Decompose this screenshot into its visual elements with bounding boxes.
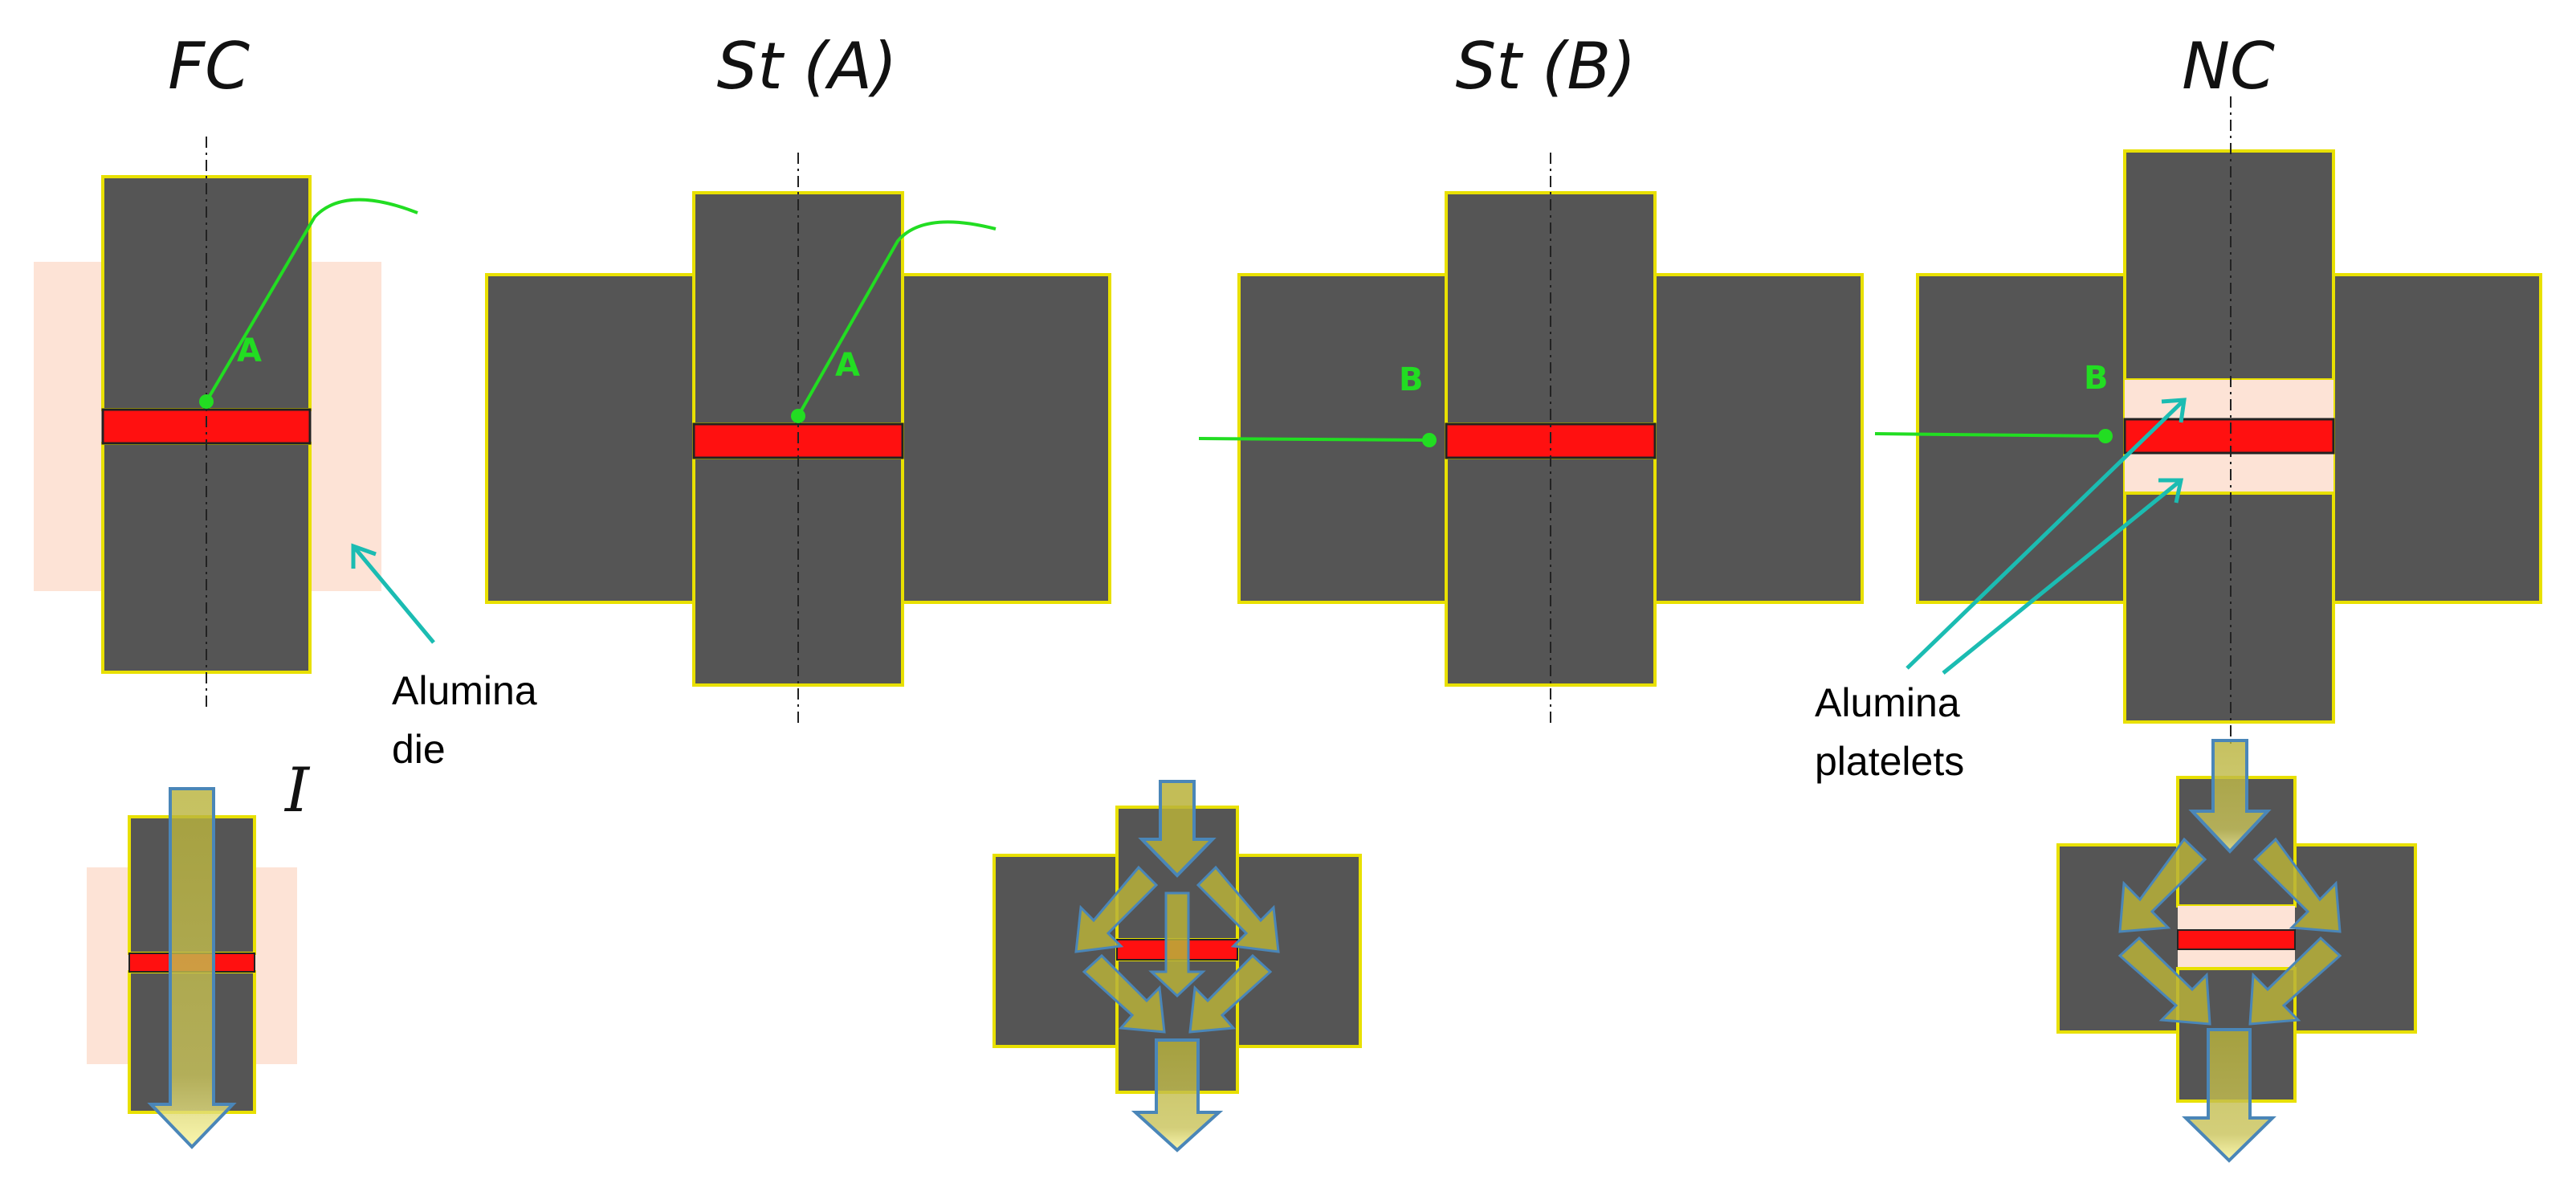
current-arrow-diag-ll [1082, 953, 1166, 1034]
die-pointer-line [352, 545, 435, 644]
die-label-line2: die [392, 727, 446, 772]
thermocouple-wire [1198, 437, 1430, 442]
sample [2177, 929, 2296, 950]
current-arrow-out [2182, 1028, 2276, 1163]
current-symbol: I [283, 754, 311, 826]
left-spacer [1916, 273, 2126, 604]
current-arrow-diag-ll [2117, 936, 2211, 1026]
title-st-a: St (A) [717, 29, 898, 104]
current-arrow-diag-ur [2252, 837, 2342, 933]
title-fc: FC [168, 29, 250, 104]
current-arrow-diag-ur [1196, 865, 1280, 953]
platelets-pointer-lower [1942, 479, 2183, 675]
right-spacer [2285, 843, 2417, 1034]
fc-current-path: I [87, 754, 311, 1149]
sample [2123, 418, 2335, 455]
point-a-label: A [237, 332, 262, 369]
alumina-platelets-callout: Alumina platelets [1815, 398, 2187, 784]
thermocouple-tip [791, 409, 805, 423]
st-current-path [992, 780, 1362, 1152]
platelets-pointer-upper [1906, 398, 2186, 670]
thermocouple-tip [199, 394, 214, 409]
current-arrow-diag-lr [2248, 936, 2342, 1026]
left-spacer [992, 854, 1119, 1048]
right-spacer [901, 273, 1111, 604]
platelets-label-line2: platelets [1815, 739, 1964, 784]
lower-punch [2123, 492, 2335, 724]
thermocouple-wire [1874, 432, 2106, 438]
left-spacer [2056, 843, 2188, 1034]
current-arrow-out [1131, 1038, 1224, 1152]
right-spacer [1653, 273, 1864, 604]
right-spacer [1236, 854, 1362, 1048]
fc-assembly: A [34, 137, 418, 711]
current-arrow-in [1138, 780, 1217, 878]
current-arrow-diag-ul [1074, 865, 1159, 953]
die-label-line1: Alumina [392, 668, 537, 713]
thermocouple-wire [205, 198, 418, 403]
thermocouple-wire [797, 220, 997, 417]
current-arrow [147, 787, 237, 1149]
alumina-die-callout: Alumina die [351, 543, 537, 772]
platelets-pointer-lower-head [2158, 478, 2184, 504]
thermocouple-tip [2098, 429, 2113, 443]
current-arrow-center [1148, 891, 1206, 998]
title-st-b: St (B) [1456, 29, 1636, 104]
thermocouple-tip [1422, 433, 1437, 447]
current-arrow-diag-lr [1188, 953, 1273, 1034]
current-arrow-diag-ul [2118, 837, 2207, 933]
point-a-label: A [835, 347, 860, 384]
platelets-pointer-upper-head [2161, 398, 2187, 423]
point-b-label: B [1399, 361, 1424, 398]
st-a-assembly: A [485, 153, 1111, 727]
point-b-label: B [2084, 360, 2109, 397]
platelets-label-line1: Alumina [1815, 680, 1960, 725]
current-arrow-in [2188, 739, 2272, 854]
nc-current-path [2056, 739, 2417, 1163]
die-pointer-head [351, 543, 377, 569]
right-spacer [2332, 273, 2542, 604]
upper-punch [2123, 149, 2335, 381]
st-b-assembly: B [1198, 153, 1864, 727]
title-nc: NC [2182, 29, 2275, 104]
left-spacer [485, 273, 695, 604]
